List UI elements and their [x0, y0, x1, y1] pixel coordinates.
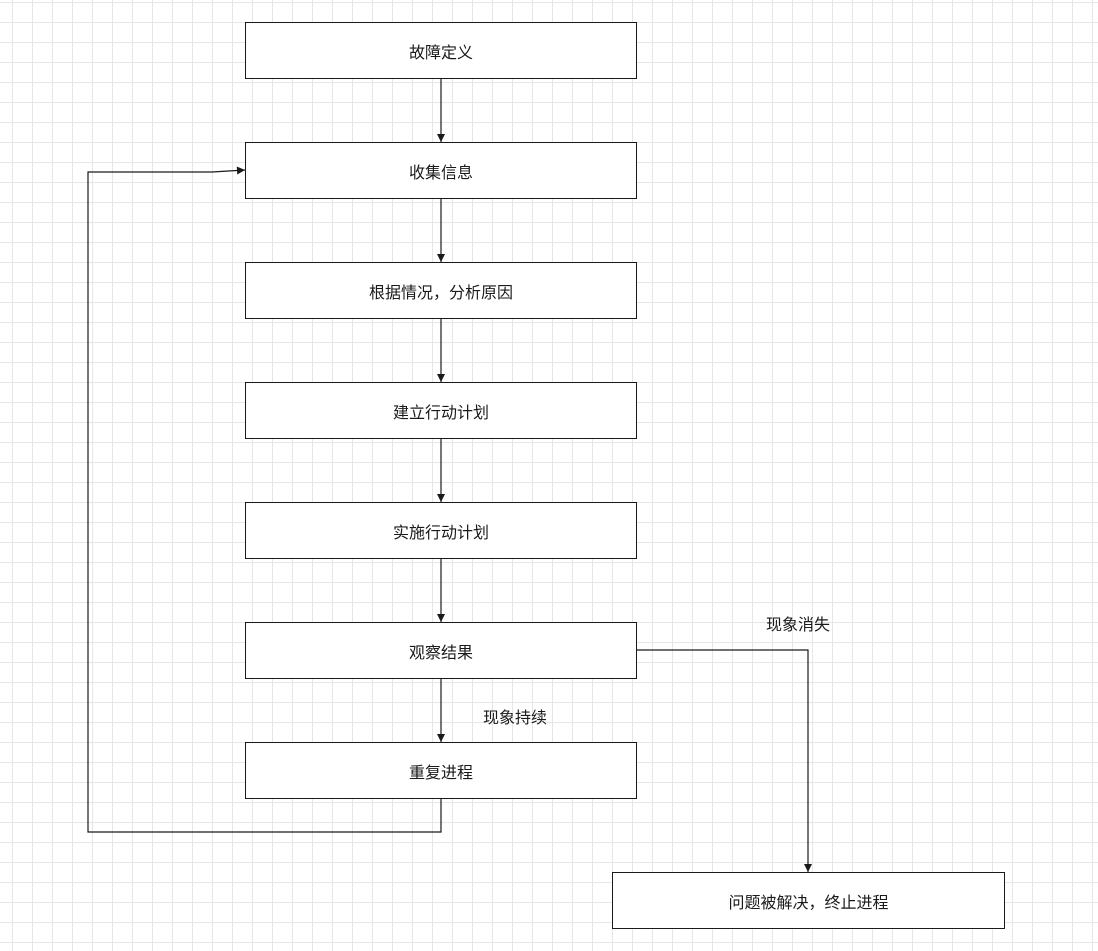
- node-problem-solved[interactable]: 问题被解决，终止进程: [612, 872, 1005, 929]
- edge-observe-to-solved: [636, 649, 812, 872]
- node-fault-definition[interactable]: 故障定义: [245, 22, 637, 79]
- node-repeat-process[interactable]: 重复进程: [245, 742, 637, 799]
- label-phenomenon-persists: 现象持续: [483, 708, 548, 727]
- label-phenomenon-gone: 现象消失: [766, 615, 831, 634]
- edge-repeat-loop-to-collect: [87, 166, 442, 833]
- node-analyze-cause[interactable]: 根据情况，分析原因: [245, 262, 637, 319]
- node-build-plan[interactable]: 建立行动计划: [245, 382, 637, 439]
- node-observe-result[interactable]: 观察结果: [245, 622, 637, 679]
- node-implement-plan[interactable]: 实施行动计划: [245, 502, 637, 559]
- node-collect-info[interactable]: 收集信息: [245, 142, 637, 199]
